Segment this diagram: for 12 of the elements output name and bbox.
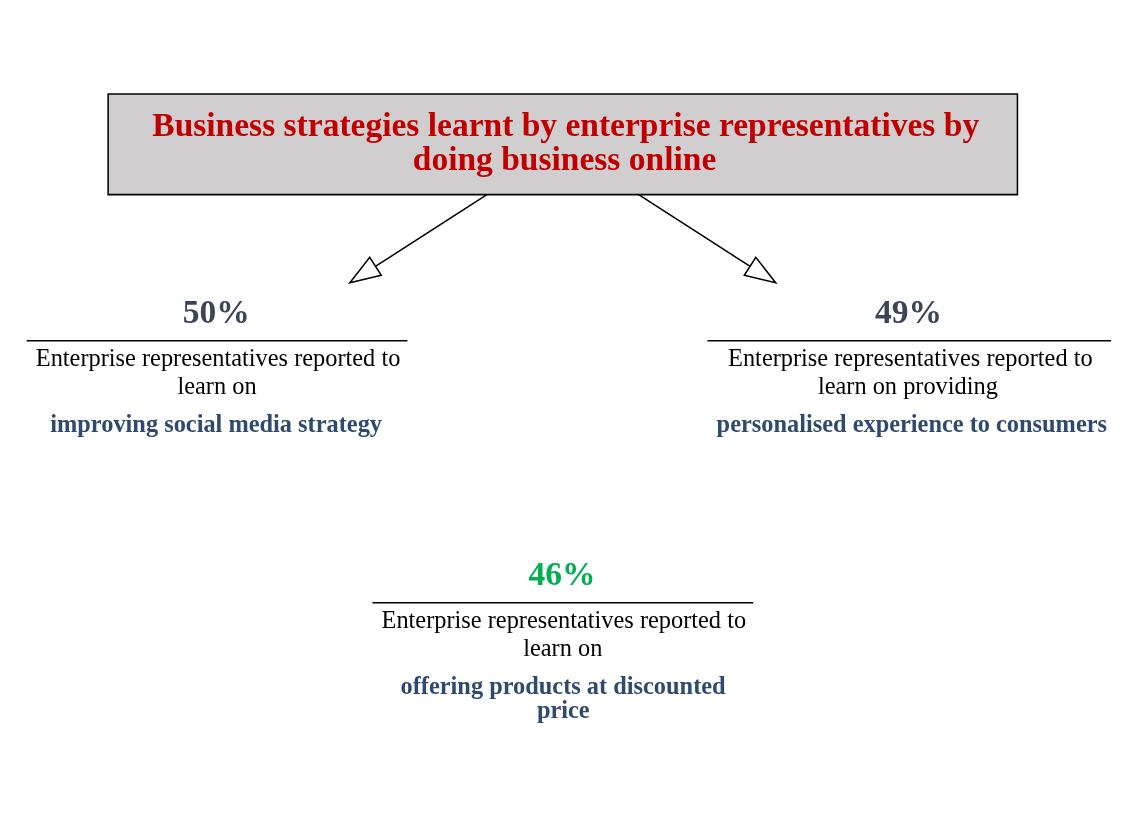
- arrow: [637, 193, 778, 285]
- arrow: [347, 193, 488, 285]
- label: offering products at discounted price: [400, 671, 726, 724]
- node-label: improving social media strategy: [50, 409, 383, 437]
- node-label: 50%: [182, 293, 250, 331]
- node-box: Business strategies learnt by enterprise representatives by doing business online: [107, 93, 1019, 196]
- label: Enterprise representatives reported to learn on: [381, 606, 747, 661]
- node-label: Enterprise representatives reported to learn on providing: [728, 344, 1093, 399]
- node-label: personalised experience to consumers: [716, 409, 1107, 437]
- label: 46%: [528, 555, 596, 593]
- node-label: Enterprise representatives reported to learn on: [35, 344, 401, 399]
- node-label: 49%: [875, 293, 943, 331]
